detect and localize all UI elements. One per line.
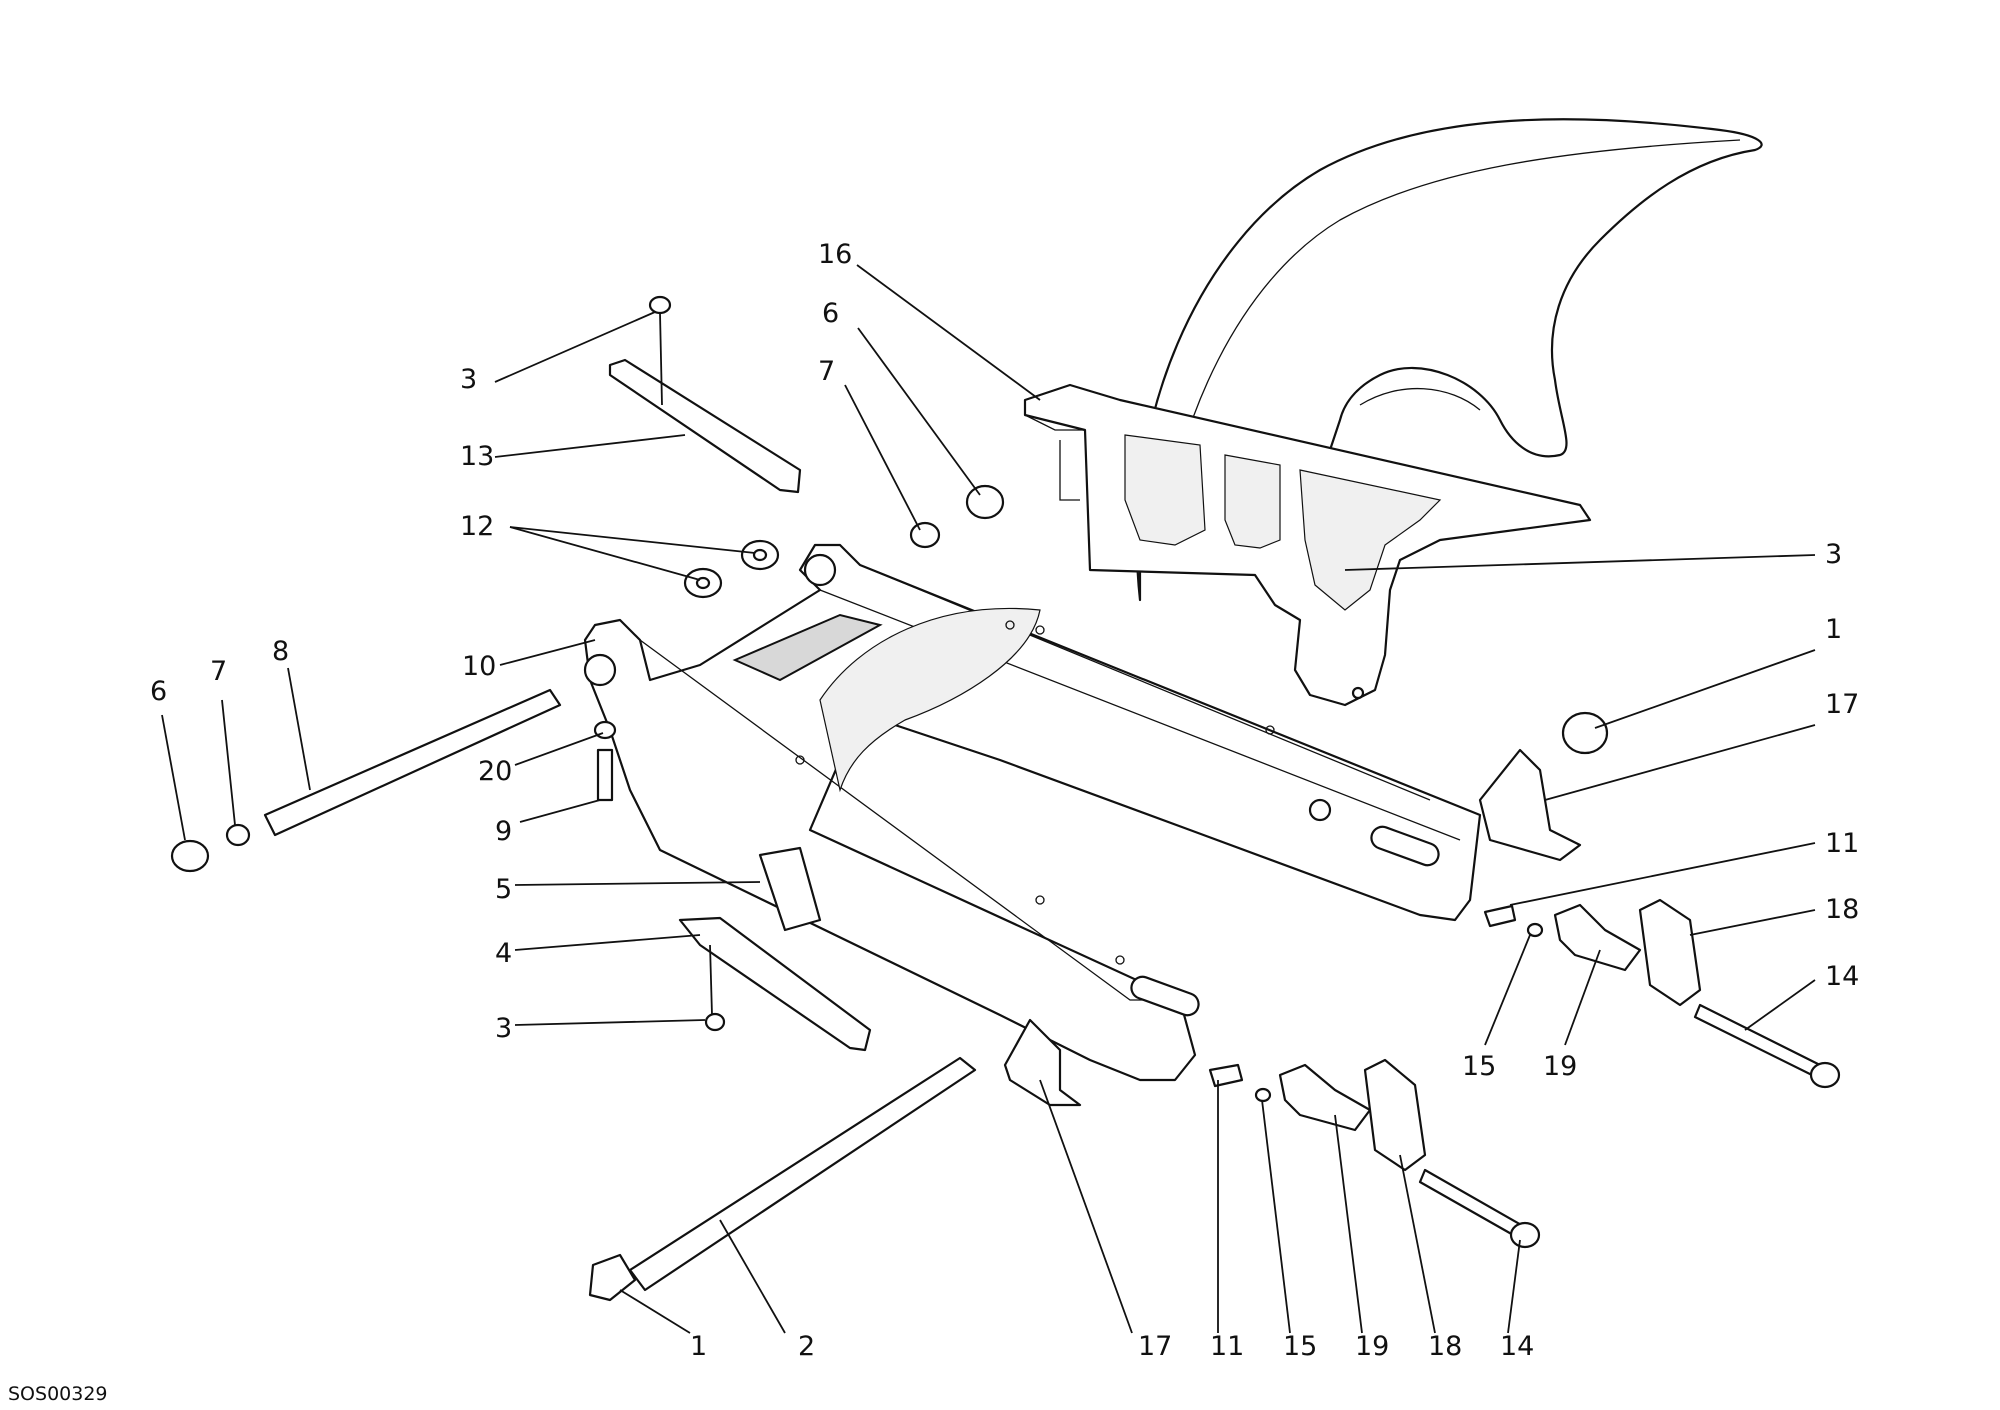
callout-6-top: 6 — [822, 298, 839, 329]
callout-2: 2 — [798, 1331, 815, 1362]
callout-3-left: 3 — [495, 1013, 512, 1044]
parts-artwork — [161, 118, 1841, 1334]
pivot-shaft-8 — [170, 688, 562, 873]
adjuster-group-right — [1483, 898, 1841, 1089]
seal-7-top — [909, 521, 941, 549]
callout-11-right: 11 — [1825, 828, 1859, 859]
chain-slider-13 — [608, 358, 802, 494]
callout-7-left: 7 — [210, 656, 227, 687]
callout-9: 9 — [495, 816, 512, 847]
callout-15-bottom: 15 — [1283, 1331, 1317, 1362]
chain-guard-16 — [1023, 383, 1592, 707]
callout-11-bottom: 11 — [1210, 1331, 1244, 1362]
bush-6-top — [965, 484, 1005, 520]
callout-labels: 3 13 12 16 6 7 3 1 17 11 18 14 15 19 10 … — [150, 239, 1859, 1362]
callout-8: 8 — [272, 636, 289, 667]
callout-14-right: 14 — [1825, 961, 1859, 992]
callout-1-bottom: 1 — [690, 1331, 707, 1362]
swingarm-body — [583, 543, 1482, 1082]
callout-12: 12 — [460, 511, 494, 542]
callout-14-bottom: 14 — [1500, 1331, 1534, 1362]
callout-15-right: 15 — [1462, 1051, 1496, 1082]
bracket-17-bottom — [1003, 1018, 1082, 1107]
callout-3-right: 3 — [1825, 539, 1842, 570]
callout-18-right: 18 — [1825, 894, 1859, 925]
chain-slider-4 — [678, 916, 872, 1052]
callout-1-right: 1 — [1825, 614, 1842, 645]
callout-4: 4 — [495, 938, 512, 969]
callout-13: 13 — [460, 441, 494, 472]
callout-18-bottom: 18 — [1428, 1331, 1462, 1362]
bracket-17-right — [1478, 748, 1582, 862]
callout-6-left: 6 — [150, 676, 167, 707]
washers-12 — [683, 539, 780, 599]
adjuster-group-bottom — [1208, 1058, 1541, 1249]
callout-16: 16 — [818, 239, 852, 270]
callout-5: 5 — [495, 874, 512, 905]
screw-3-left — [704, 944, 726, 1032]
callout-7-top: 7 — [818, 356, 835, 387]
callout-19-right: 19 — [1543, 1051, 1577, 1082]
bush-1-right — [1561, 711, 1609, 755]
bolt-9 — [596, 748, 614, 802]
rear-axle-2 — [588, 1056, 977, 1302]
plate-5 — [758, 846, 822, 932]
callout-20: 20 — [478, 756, 512, 787]
callout-17-right: 17 — [1825, 689, 1859, 720]
leader-lines — [161, 264, 1816, 1334]
callout-19-bottom: 19 — [1355, 1331, 1389, 1362]
callout-3-top: 3 — [460, 364, 477, 395]
callout-10: 10 — [462, 651, 496, 682]
callout-17-bottom: 17 — [1138, 1331, 1172, 1362]
screw-3-top — [648, 295, 672, 406]
diagram-code: SOS00329 — [8, 1383, 108, 1405]
